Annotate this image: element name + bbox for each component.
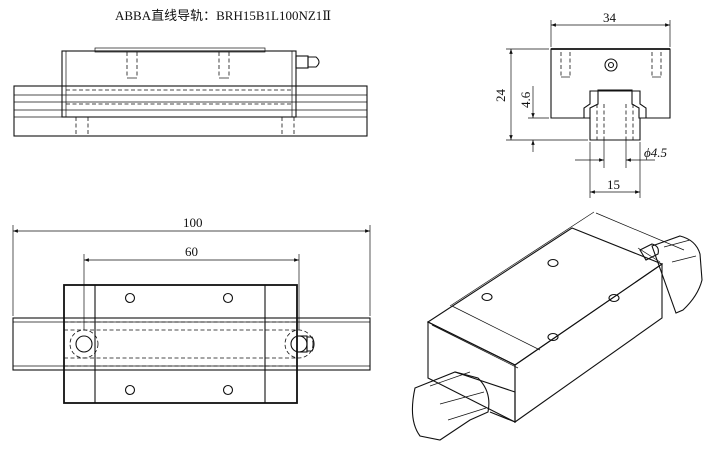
end-nipple-outer xyxy=(604,58,618,72)
drawing-title: ABBA直线导轨：BRH15B1L100NZ1Ⅱ xyxy=(115,8,331,23)
iso-hole-1 xyxy=(481,292,493,302)
top-hole-2 xyxy=(222,292,234,304)
iso-block-side xyxy=(514,262,663,424)
dim-overall-length: 100 xyxy=(183,215,203,230)
iso-grease-nipple xyxy=(639,243,659,261)
top-hole-1 xyxy=(124,292,136,304)
rail-hole-left-inner xyxy=(75,335,93,353)
end-rail xyxy=(583,90,647,141)
top-view: 100 60 xyxy=(12,215,371,404)
iso-hole-3 xyxy=(608,293,620,303)
front-rail xyxy=(13,85,368,137)
dim-offset: 4.6 xyxy=(518,91,533,108)
front-block-cap xyxy=(94,47,266,53)
top-rail xyxy=(12,317,371,371)
top-block xyxy=(63,284,298,404)
top-grease-nipple xyxy=(306,336,315,352)
end-nipple-inner xyxy=(607,61,615,69)
grease-nipple xyxy=(307,56,320,68)
iso-rail-front xyxy=(411,371,490,441)
front-block xyxy=(61,50,297,118)
dim-height: 24 xyxy=(493,89,508,103)
top-hole-3 xyxy=(124,384,136,396)
iso-hole-4 xyxy=(547,332,559,342)
rail-hole-right-outer xyxy=(284,329,314,359)
grease-nipple-base xyxy=(295,55,309,69)
iso-rail-back xyxy=(651,235,703,314)
rail-hole-right-inner xyxy=(290,335,308,353)
iso-hole-2 xyxy=(547,258,559,268)
dim-hole-spacing: 60 xyxy=(185,244,198,259)
isometric-view xyxy=(411,211,703,441)
dim-hole-diameter: ϕ4.5 xyxy=(644,145,667,160)
dim-end-width: 34 xyxy=(603,10,617,25)
dim-rail-width: 15 xyxy=(607,177,620,192)
iso-block-front xyxy=(427,321,516,423)
top-hole-4 xyxy=(222,384,234,396)
front-view xyxy=(13,47,368,137)
end-view: 34 24 4.6 ϕ4.5 15 xyxy=(493,10,671,198)
rail-hole-left-outer xyxy=(69,329,99,359)
